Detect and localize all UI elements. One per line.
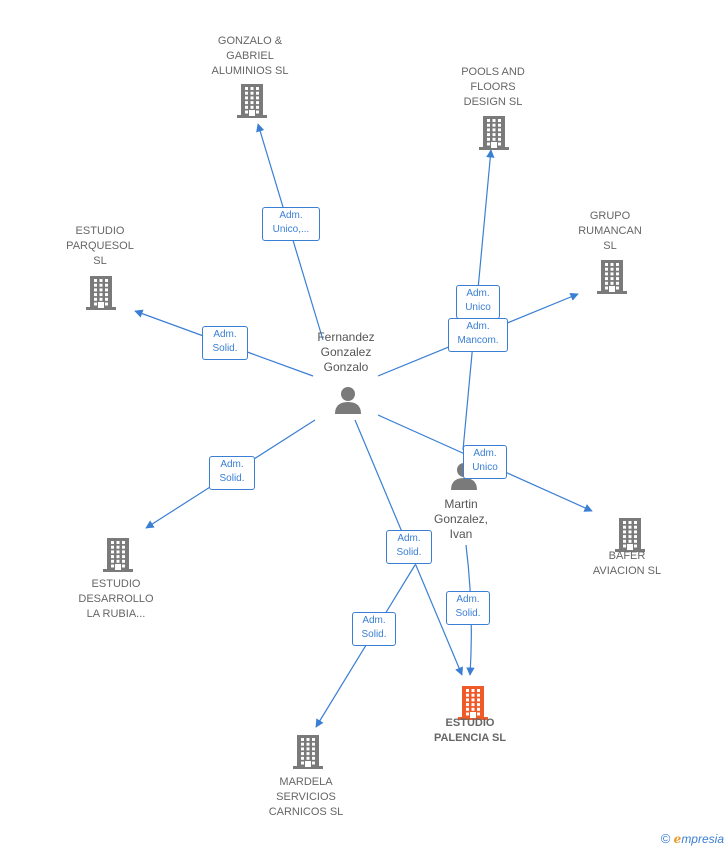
company-label-c7[interactable]: ESTUDIO PALENCIA SL [433, 717, 507, 744]
company-node-c2[interactable] [479, 116, 509, 155]
building-icon [458, 686, 488, 720]
company-label-c2[interactable]: POOLS AND FLOORS DESIGN SL [461, 66, 525, 108]
person-icon [335, 387, 361, 414]
building-icon [615, 518, 645, 552]
edge-label-e8[interactable]: Adm. Unico [456, 285, 500, 319]
company-node-c6[interactable] [103, 538, 133, 577]
company-label-c5[interactable]: BAFER AVIACION SL [592, 550, 662, 577]
brand-logo-rest: mpresia [681, 832, 724, 846]
building-icon [86, 276, 116, 310]
edge-label-e3[interactable]: Adm. Solid. [209, 456, 255, 490]
company-label-c1[interactable]: GONZALO & GABRIEL ALUMINIOS SL [211, 35, 289, 77]
footer-brand: © empresia [661, 831, 724, 846]
company-label-c3[interactable]: ESTUDIO PARQUESOL SL [66, 225, 134, 267]
building-icon [237, 84, 267, 118]
company-node-c5[interactable] [615, 518, 645, 557]
company-node-c1[interactable] [237, 84, 267, 123]
edge-line-e7 [315, 564, 416, 728]
company-node-c7[interactable] [458, 686, 488, 725]
person-label-p1[interactable]: Fernandez Gonzalez Gonzalo [317, 330, 375, 374]
brand-logo-e: e [673, 832, 682, 846]
building-icon [479, 116, 509, 150]
person-node-p1[interactable] [333, 385, 363, 420]
company-node-c3[interactable] [86, 276, 116, 315]
building-icon [103, 538, 133, 572]
edge-label-e7[interactable]: Adm. Solid. [352, 612, 396, 646]
company-label-c6[interactable]: ESTUDIO DESARROLLO LA RUBIA... [78, 578, 154, 620]
building-icon [293, 735, 323, 769]
edge-label-e5[interactable]: Adm. Unico [463, 445, 507, 479]
company-label-c8[interactable]: MARDELA SERVICIOS CARNICOS SL [268, 776, 344, 818]
edge-label-e9[interactable]: Adm. Solid. [446, 591, 490, 625]
building-icon [597, 260, 627, 294]
company-label-c4[interactable]: GRUPO RUMANCAN SL [578, 210, 642, 252]
copyright-symbol: © [660, 831, 671, 846]
person-label-p2[interactable]: Martin Gonzalez, Ivan [433, 497, 489, 541]
edge-label-e6[interactable]: Adm. Solid. [386, 530, 432, 564]
company-node-c8[interactable] [293, 735, 323, 774]
edge-label-e4[interactable]: Adm. Mancom. [448, 318, 508, 352]
edge-label-e2[interactable]: Adm. Solid. [202, 326, 248, 360]
company-node-c4[interactable] [597, 260, 627, 299]
edge-label-e1[interactable]: Adm. Unico,... [262, 207, 320, 241]
